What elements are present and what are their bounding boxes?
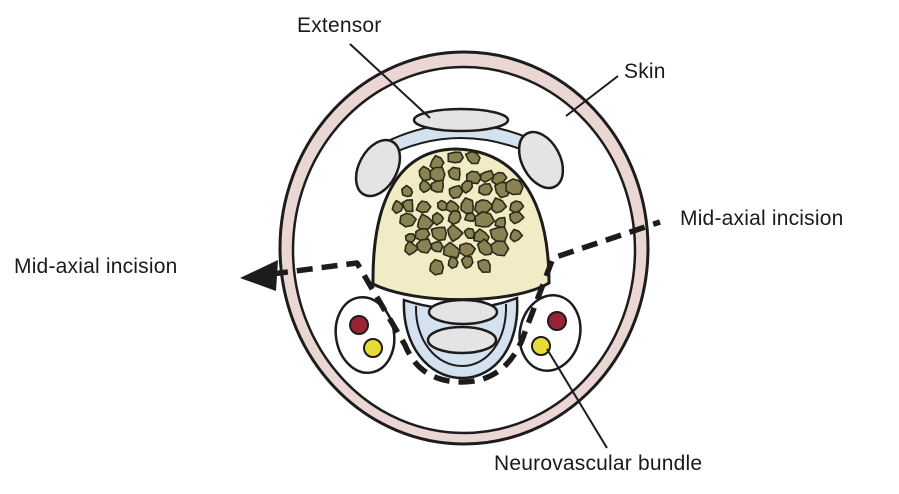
trabecula-43 [417,239,432,253]
extensor-tendon-central [414,109,508,131]
mid-axial-incision-label-left: Mid-axial incision [14,255,178,279]
trabecula-30 [465,213,476,221]
trabecula-1 [448,152,463,163]
flexor-tendon-superficial [429,300,497,324]
mid-axial-incision-label-right: Mid-axial incision [680,207,844,231]
flexor-tendon-profundus [428,327,496,353]
neurovascular-bundle-label: Neurovascular bundle [494,452,702,476]
skin-label: Skin [624,60,666,84]
trabecula-16 [506,179,523,195]
trabecula-14 [479,184,492,195]
trabecula-44 [431,242,443,252]
digital-artery-right [548,312,566,330]
digital-nerve-right [532,337,550,355]
trabecula-49 [430,260,443,275]
digital-nerve-left [364,339,382,357]
incision-arrowhead-left [240,260,278,291]
trabecula-48 [491,241,509,256]
digital-artery-left [350,316,368,334]
extensor-label: Extensor [297,14,381,38]
trabecula-38 [465,228,475,238]
